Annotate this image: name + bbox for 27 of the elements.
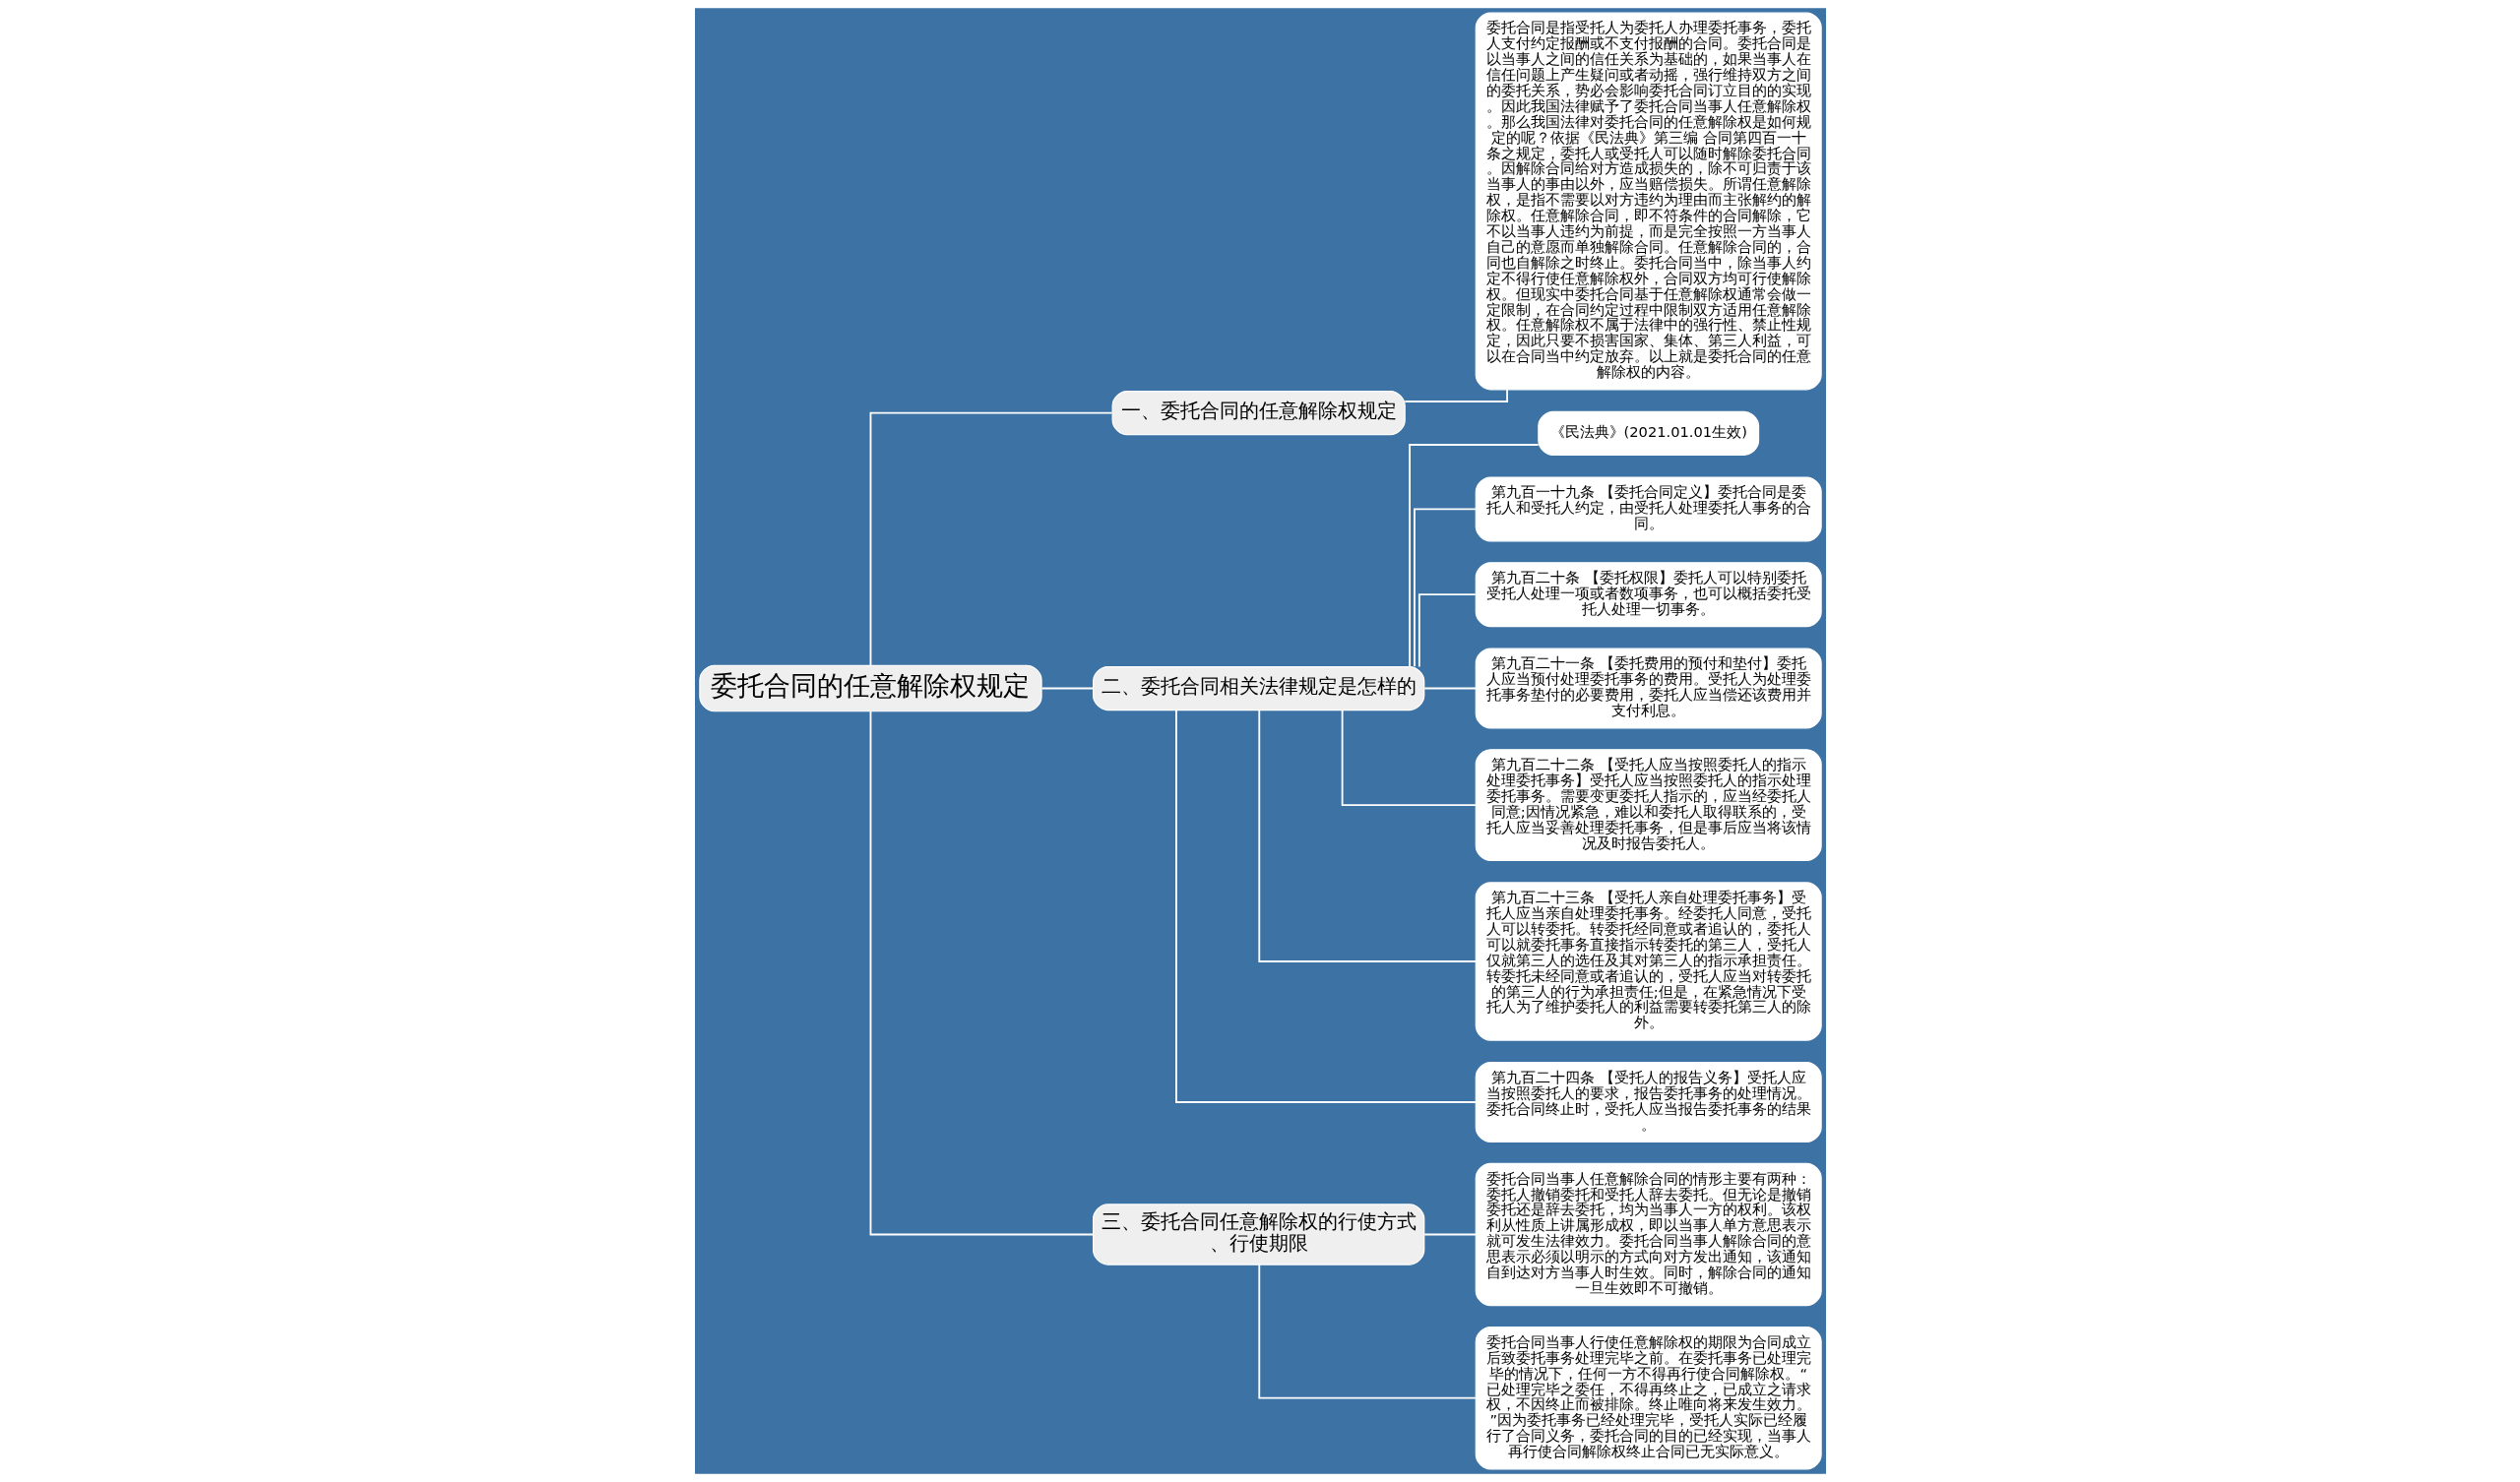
connector [869, 710, 1094, 1236]
node-box: 委托合同的任意解除权规定 [698, 664, 1042, 712]
connector [1418, 593, 1477, 668]
connector [1403, 388, 1508, 402]
node-box: 一、委托合同的任意解除权规定 [1111, 391, 1406, 436]
connector [1408, 444, 1540, 668]
connector [1422, 687, 1477, 690]
node-box: 委托合同当事人行使任意解除权的期限为合同成立后致委托事务处理完毕之前。在委托事务已处理完毕的情况下，任何一方不得再行使合同解除权。“已处理完毕之委任，不得再终止之，已成立之请求权，不因终止而被排除。终止唯向将来发生效力。”因为委托事务已经处理完毕，受托人实际已经履行了合同义务，委托合同的目的已经实现，当事人再行使合同解除权终止合同已无实际意义。 [1475, 1327, 1822, 1470]
connector [1174, 709, 1477, 1103]
connector [1422, 1233, 1477, 1236]
node-box: 《民法典》(2021.01.01生效) [1537, 410, 1759, 456]
node-box: 二、委托合同相关法律规定是怎样的 [1092, 665, 1424, 711]
node-box: 第九百二十条 【委托权限】委托人可以特别委托受托人处理一项或者数项事务，也可以概括委托受托人处理一切事务。 [1475, 562, 1822, 628]
connector [1040, 687, 1094, 690]
node-box: 委托合同是指受托人为委托人办理委托事务，委托人支付约定报酬或不支付报酬的合同。委托合同是以当事人之间的信任关系为基础的，如果当事人在信任问题上产生疑问或者动摇，强行维持双方之间的委托关系，势必会影响委托合同订立目的的实现。因此我国法律赋予了委托合同当事人任意解除权。那么我国法律对委托合同的任意解除权是如何规定的呢？依据《民法典》第三编 合同第四百一十条之规定，委托人或受托人可以随时解除委托合同。因解除合同给对方造成损失的，除不可归责于该当事人的事由以外，应当赔偿损失。所谓任意解除权，是指不需要以对方违约为理由而主张解约的解除权。任意解除合同，即不符条件的合同解除，它不以当事人违约为前提，而是完全按照一方当事人自己的意愿而单独解除合同。任意解除合同的，合同也自解除之时终止。委托合同当中，除当事人约定不得行使任意解除权外，合同双方均可行使解除权。但现实中委托合同基于任意解除权通常会做一定限制，在合同约定过程中限制双方适用任意解除权。任意解除权不属于法律中的强行性、禁止性规定，因此只要不损害国家、集体、第三人利益，可以在合同当中约定放弃。以上就是委托合同的任意解除权的内容。 [1475, 12, 1822, 391]
node-box: 第九百二十一条 【委托费用的预付和垫付】委托人应当预付处理委托事务的费用。受托人为处理委托事务垫付的必要费用，委托人应当偿还该费用并支付利息。 [1475, 648, 1822, 729]
node-box: 第九百二十二条 【受托人应当按照委托人的指示处理委托事务】受托人应当按照委托人的指示处理委托事务。需要变更委托人指示的，应当经委托人同意;因情况紧急，难以和委托人取得联系的，受托人应当妥善处理委托事务，但是事后应当将该情况及时报告委托人。 [1475, 749, 1822, 861]
node-box: 委托合同当事人任意解除合同的情形主要有两种：委托人撤销委托和受托人辞去委托。但无论是撤销委托还是辞去委托，均为当事人一方的权利。该权利从性质上讲属形成权，即以当事人单方意思表示就可发生法律效力。委托合同当事人解除合同的意思表示必须以明示的方式向对方发出通知，该通知自到达对方当事人时生效。同时，解除合同的通知一旦生效即不可撤销。 [1475, 1162, 1822, 1307]
connector [1341, 709, 1477, 806]
connector [1413, 508, 1477, 668]
connector [1257, 1264, 1477, 1399]
node-box: 第九百一十九条 【委托合同定义】委托合同是委托人和受托人约定，由受托人处理委托人事务的合同。 [1475, 476, 1822, 542]
node-box: 三、委托合同任意解除权的行使方式、行使期限 [1092, 1204, 1424, 1266]
node-box: 第九百二十三条 【受托人亲自处理委托事务】受托人应当亲自处理委托事务。经委托人同意，受托人可以转委托。转委托经同意或者追认的，委托人可以就委托事务直接指示转委托的第三人，受托人仅就第三人的选任及其对第三人的指示承担责任。转委托未经同意或者追认的，受托人应当对转委托的第三人的行为承担责任;但是，在紧急情况下受托人为了维护委托人的利益需要转委托第三人的除外。 [1475, 882, 1822, 1041]
connector [1257, 709, 1477, 962]
connector [869, 411, 1113, 667]
node-box: 第九百二十四条 【受托人的报告义务】受托人应当按照委托人的要求，报告委托事务的处理情况。委托合同终止时，受托人应当报告委托事务的结果。 [1475, 1062, 1822, 1142]
